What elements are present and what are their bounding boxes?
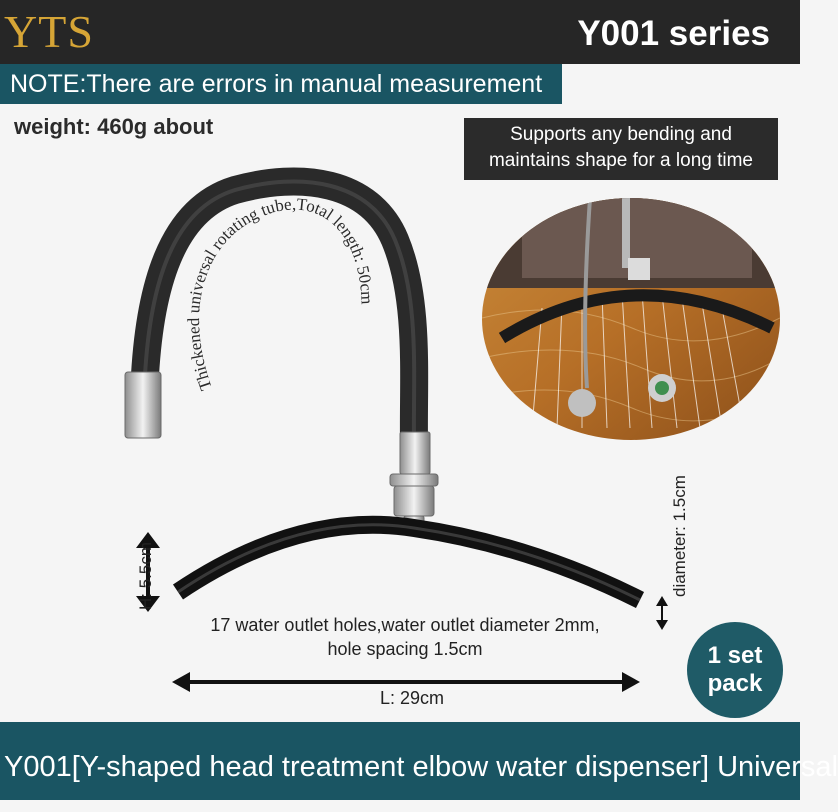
product-diagram: Thickened universal rotating tube,Total …: [124, 167, 668, 692]
note-banner: NOTE:There are errors in manual measurem…: [0, 64, 562, 104]
outlet-line-1: 17 water outlet holes,water outlet diame…: [210, 615, 600, 635]
outlet-description: 17 water outlet holes,water outlet diame…: [170, 613, 640, 661]
length-arrow: [172, 672, 640, 692]
header-bar: YTS Y001 series: [0, 0, 800, 64]
brand-logo: YTS: [4, 6, 94, 57]
outlet-line-2: hole spacing 1.5cm: [327, 639, 483, 659]
pack-badge: 1 set pack: [687, 622, 783, 718]
pack-line-2: pack: [707, 670, 763, 697]
support-line-1: Supports any bending and: [510, 124, 732, 145]
length-label: L: 29cm: [380, 688, 445, 708]
footer-title: Y001[Y-shaped head treatment elbow water…: [4, 751, 838, 783]
support-caption: Supports any bending and maintains shape…: [464, 118, 778, 180]
y-bar: [172, 515, 645, 609]
tube-arc-text: Thickened universal rotating tube,Total …: [184, 195, 377, 393]
weight-label: weight: 460g about: [14, 114, 214, 139]
hose-end-fitting: [124, 371, 162, 439]
support-line-2: maintains shape for a long time: [488, 150, 754, 171]
series-title: Y001 series: [577, 14, 770, 53]
pack-line-1: 1 set: [707, 642, 763, 669]
diameter-arrow: [656, 596, 668, 630]
diameter-label: diameter: 1.5cm: [670, 475, 689, 597]
height-arrow: [136, 532, 160, 612]
product-photo: [482, 198, 780, 440]
height-label: H: 5.5cm: [136, 541, 155, 611]
tube-arc-label: Thickened universal rotating tube,Total …: [184, 195, 377, 393]
footer-bar: Y001[Y-shaped head treatment elbow water…: [0, 722, 838, 800]
